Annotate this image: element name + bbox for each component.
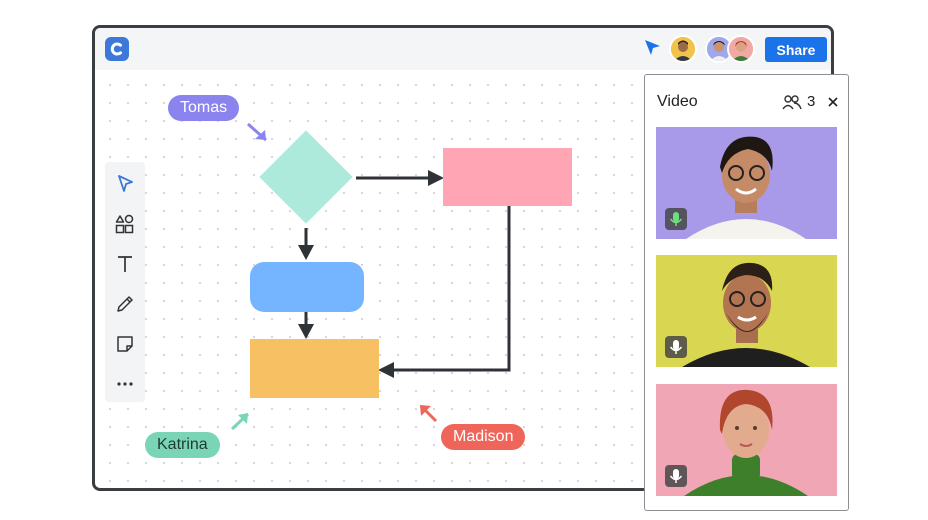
participants-icon: [782, 95, 802, 110]
video-panel: Video 3: [644, 74, 849, 511]
flowchart-blue-pill[interactable]: [250, 262, 364, 312]
shapes-icon[interactable]: [113, 212, 137, 236]
video-tile-participant-3[interactable]: [656, 384, 837, 496]
cursor-label-tomas: Tomas: [168, 95, 240, 121]
top-bar: Share: [95, 28, 831, 70]
video-tile-participant-1[interactable]: [656, 127, 837, 239]
pen-icon[interactable]: [113, 292, 137, 316]
cursor-arrow-katrina-icon: [230, 412, 250, 431]
share-button[interactable]: Share: [765, 37, 827, 62]
text-icon[interactable]: [113, 252, 137, 276]
tool-palette: [105, 162, 145, 402]
cursor-label-madison: Madison: [441, 424, 526, 450]
cursor-pointer-icon: [645, 40, 660, 55]
cursor-arrow-madison-icon: [419, 404, 438, 423]
flowchart-orange-rectangle[interactable]: [250, 339, 379, 398]
participant-count: 3: [807, 93, 816, 110]
cursor-label-katrina: Katrina: [145, 432, 220, 458]
participant-3-portrait: [656, 384, 837, 496]
app-logo-icon[interactable]: [105, 37, 129, 61]
video-panel-title: Video: [657, 93, 698, 110]
video-tile-participant-2[interactable]: [656, 255, 837, 367]
flowchart-pink-rectangle[interactable]: [443, 148, 572, 206]
mic-icon[interactable]: [665, 336, 687, 358]
close-icon[interactable]: [827, 96, 839, 108]
mic-on-icon[interactable]: [665, 208, 687, 230]
cursor-arrow-tomas-icon: [247, 122, 267, 142]
avatar-user[interactable]: [669, 35, 697, 63]
sticky-note-icon[interactable]: [113, 332, 137, 356]
more-icon[interactable]: [113, 372, 137, 396]
avatar-user-3[interactable]: [727, 35, 755, 63]
mic-icon[interactable]: [665, 465, 687, 487]
select-cursor-icon[interactable]: [113, 172, 137, 196]
